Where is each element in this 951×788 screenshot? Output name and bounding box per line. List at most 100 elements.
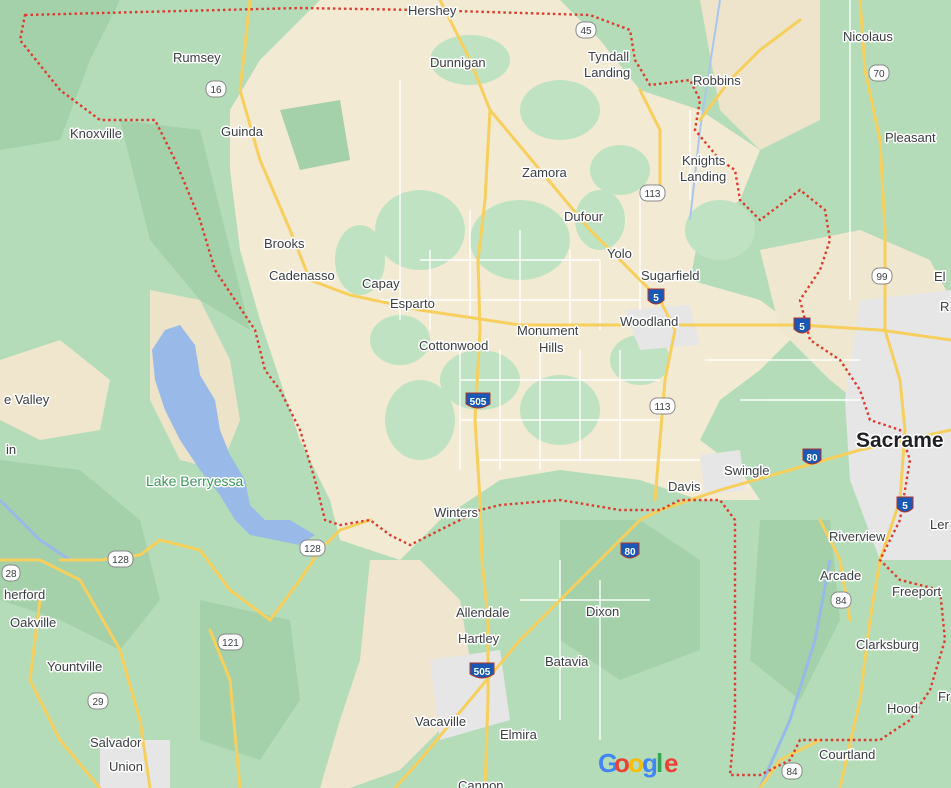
svg-text:113: 113 bbox=[655, 402, 671, 413]
svg-text:505: 505 bbox=[474, 667, 491, 678]
svg-text:80: 80 bbox=[806, 453, 818, 464]
farmland-area-southwest bbox=[0, 340, 110, 440]
place-label-capay[interactable]: Capay bbox=[361, 275, 402, 293]
place-label-elmira[interactable]: Elmira bbox=[499, 726, 540, 744]
route-shield-128: 128 bbox=[299, 539, 326, 557]
place-label-zamora[interactable]: Zamora bbox=[521, 164, 570, 182]
route-shield-45: 45 bbox=[575, 21, 597, 39]
svg-text:5: 5 bbox=[653, 293, 659, 304]
svg-text:128: 128 bbox=[112, 555, 129, 566]
place-label-tyndall-landing[interactable]: Tyndall bbox=[587, 48, 631, 66]
svg-text:84: 84 bbox=[786, 767, 798, 778]
svg-text:28: 28 bbox=[5, 569, 17, 580]
place-label-len-partial[interactable]: Ler bbox=[929, 516, 951, 534]
river-sacramento bbox=[758, 559, 832, 788]
svg-text:99: 99 bbox=[876, 272, 888, 283]
place-label-herford-partial[interactable]: herford bbox=[3, 586, 47, 604]
route-shield-84: 84 bbox=[781, 762, 803, 780]
place-label-hartley[interactable]: Hartley bbox=[457, 630, 502, 648]
interstate-shield-80: 80 bbox=[802, 448, 822, 465]
place-label-yountville[interactable]: Yountville bbox=[46, 658, 104, 676]
interstate-shield-505: 505 bbox=[465, 392, 491, 409]
place-label-el-partial[interactable]: El bbox=[933, 268, 948, 286]
interstate-shield-80: 80 bbox=[620, 542, 640, 559]
minor-roads bbox=[380, 0, 860, 740]
place-label-dunnigan[interactable]: Dunnigan bbox=[429, 54, 488, 72]
place-label-esparto[interactable]: Esparto bbox=[389, 295, 437, 313]
place-label-r-partial[interactable]: R bbox=[939, 298, 951, 316]
interstate-shields: 5 5 505 80 5 80 505 bbox=[465, 288, 914, 679]
place-label-allendale[interactable]: Allendale bbox=[455, 604, 512, 622]
route-shield-128: 128 bbox=[107, 550, 134, 568]
place-label-tyndall-landing[interactable]: Landing bbox=[583, 64, 632, 82]
svg-text:29: 29 bbox=[92, 697, 104, 708]
svg-text:5: 5 bbox=[902, 501, 908, 512]
route-shield-16: 16 bbox=[205, 80, 227, 98]
place-label-oakville[interactable]: Oakville bbox=[9, 614, 58, 632]
place-label-sacramento[interactable]: Sacrame bbox=[855, 428, 946, 454]
place-label-union[interactable]: Union bbox=[108, 758, 145, 776]
google-logo-letter: e bbox=[664, 748, 678, 778]
place-label-freeport[interactable]: Freeport bbox=[891, 583, 944, 601]
place-label-brooks[interactable]: Brooks bbox=[263, 235, 307, 253]
place-label-sugarfield[interactable]: Sugarfield bbox=[640, 267, 702, 285]
place-label-valley[interactable]: e Valley bbox=[3, 391, 52, 409]
place-label-monument-hills[interactable]: Monument bbox=[516, 322, 581, 340]
place-label-swingle[interactable]: Swingle bbox=[723, 462, 772, 480]
place-label-robbins[interactable]: Robbins bbox=[692, 72, 743, 90]
place-label-yolo[interactable]: Yolo bbox=[606, 245, 634, 263]
svg-text:70: 70 bbox=[873, 69, 885, 80]
place-label-courtland[interactable]: Courtland bbox=[818, 746, 877, 764]
place-label-guinda[interactable]: Guinda bbox=[220, 123, 266, 141]
route-shield-28: 28 bbox=[1, 564, 21, 582]
place-label-cottonwood[interactable]: Cottonwood bbox=[418, 337, 490, 355]
place-label-monument-hills[interactable]: Hills bbox=[538, 339, 566, 357]
svg-text:505: 505 bbox=[470, 397, 487, 408]
place-label-knoxville[interactable]: Knoxville bbox=[69, 125, 124, 143]
route-shield-99: 99 bbox=[871, 267, 893, 285]
place-label-winters[interactable]: Winters bbox=[433, 504, 481, 522]
place-label-davis[interactable]: Davis bbox=[667, 478, 703, 496]
route-shield-84: 84 bbox=[830, 591, 852, 609]
interstate-shield-5: 5 bbox=[896, 496, 914, 513]
place-label-nicolaus[interactable]: Nicolaus bbox=[842, 28, 895, 46]
svg-text:5: 5 bbox=[799, 322, 805, 333]
route-shield-113: 113 bbox=[639, 184, 666, 202]
interstate-shield-5: 5 bbox=[793, 317, 811, 334]
place-label-pleasant[interactable]: Pleasant bbox=[884, 129, 938, 147]
svg-text:16: 16 bbox=[210, 85, 222, 96]
google-logo-letter: G bbox=[598, 748, 618, 778]
place-label-dufour[interactable]: Dufour bbox=[563, 208, 606, 226]
place-label-clarksburg[interactable]: Clarksburg bbox=[855, 636, 921, 654]
creek-west bbox=[0, 498, 71, 562]
place-label-arcade[interactable]: Arcade bbox=[819, 567, 863, 585]
google-logo[interactable]: G o o g l e bbox=[598, 748, 678, 778]
google-logo-letter: o bbox=[614, 748, 630, 778]
place-label-riverview[interactable]: Riverview bbox=[828, 528, 888, 546]
place-label-hood[interactable]: Hood bbox=[886, 700, 920, 718]
place-label-in[interactable]: in bbox=[5, 441, 18, 459]
lake-berryessa-water[interactable] bbox=[152, 325, 315, 545]
place-labels: Hershey Rumsey Dunnigan Tyndall Landing … bbox=[3, 2, 951, 788]
place-label-cadenasso[interactable]: Cadenasso bbox=[268, 267, 337, 285]
svg-text:121: 121 bbox=[222, 638, 239, 649]
place-label-fr-partial[interactable]: Fr bbox=[937, 688, 951, 706]
svg-text:45: 45 bbox=[580, 26, 592, 37]
place-label-vacaville[interactable]: Vacaville bbox=[414, 713, 468, 731]
place-label-lake-berryessa[interactable]: Lake Berryessa bbox=[145, 472, 245, 491]
place-label-rumsey[interactable]: Rumsey bbox=[172, 49, 223, 67]
river bbox=[689, 0, 721, 221]
place-label-batavia[interactable]: Batavia bbox=[544, 653, 591, 671]
place-label-knights-landing[interactable]: Knights bbox=[681, 152, 728, 170]
farmland-area-northeast bbox=[700, 0, 820, 150]
place-label-dixon[interactable]: Dixon bbox=[585, 603, 621, 621]
place-label-salvador[interactable]: Salvador bbox=[89, 734, 144, 752]
place-label-cannon[interactable]: Cannon bbox=[457, 777, 506, 788]
place-label-woodland[interactable]: Woodland bbox=[619, 313, 680, 331]
route-shields: 45 70 16 113 99 113 128 128 28 84 121 29… bbox=[1, 21, 893, 780]
place-label-hershey[interactable]: Hershey bbox=[407, 2, 459, 20]
place-label-knights-landing[interactable]: Landing bbox=[679, 168, 728, 186]
svg-text:113: 113 bbox=[645, 189, 661, 200]
